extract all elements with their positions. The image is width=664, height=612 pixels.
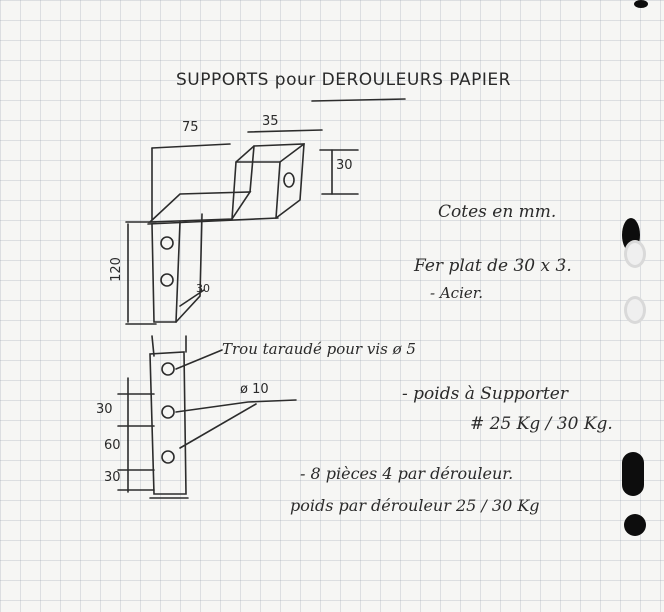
dim-hole-diameter: ø 10: [240, 382, 269, 397]
dim-height-right: 30: [336, 158, 353, 173]
count-note-line2: poids par dérouleur 25 / 30 Kg: [290, 496, 540, 515]
top-flange: [147, 191, 252, 223]
load-note-line1: - poids à Supporter: [402, 384, 568, 404]
title-part-1: SUPPORTS pour: [176, 70, 316, 90]
count-note-line1: - 8 pièces 4 par dérouleur.: [300, 464, 514, 483]
title-underline: [311, 98, 406, 102]
material-note-line1: Fer plat de 30 x 3.: [414, 256, 572, 276]
page-title: SUPPORTS pour DEROULEURS PAPIER: [176, 70, 511, 90]
units-note: Cotes en mm.: [438, 202, 557, 222]
dim-height-left: 120: [108, 257, 124, 282]
load-note-line2: # 25 Kg / 30 Kg.: [470, 414, 613, 434]
dim-spacing-top: 30: [96, 402, 113, 417]
punch-ring-mark-2: [624, 296, 646, 324]
title-part-3: PAPIER: [449, 70, 511, 90]
left-flange: [151, 221, 181, 323]
punch-ring-mark-1: [624, 240, 646, 268]
punch-hole-edge: [634, 0, 648, 8]
dim-width-top: 75: [182, 120, 199, 135]
lower-bar: [149, 351, 187, 495]
dim-width-right: 35: [262, 114, 279, 129]
tapped-hole-note: Trou taraudé pour vis ø 5: [222, 340, 416, 358]
right-upright: [231, 143, 305, 220]
dim-spacing-bottom: 30: [104, 470, 121, 485]
dim-thickness: 30: [196, 282, 210, 295]
material-note-line2: - Acier.: [430, 284, 484, 302]
punch-hole-mid: [622, 452, 644, 496]
punch-hole-bottom: [624, 514, 646, 536]
title-part-2: DEROULEURS: [321, 70, 444, 90]
dim-spacing-mid: 60: [104, 438, 121, 453]
